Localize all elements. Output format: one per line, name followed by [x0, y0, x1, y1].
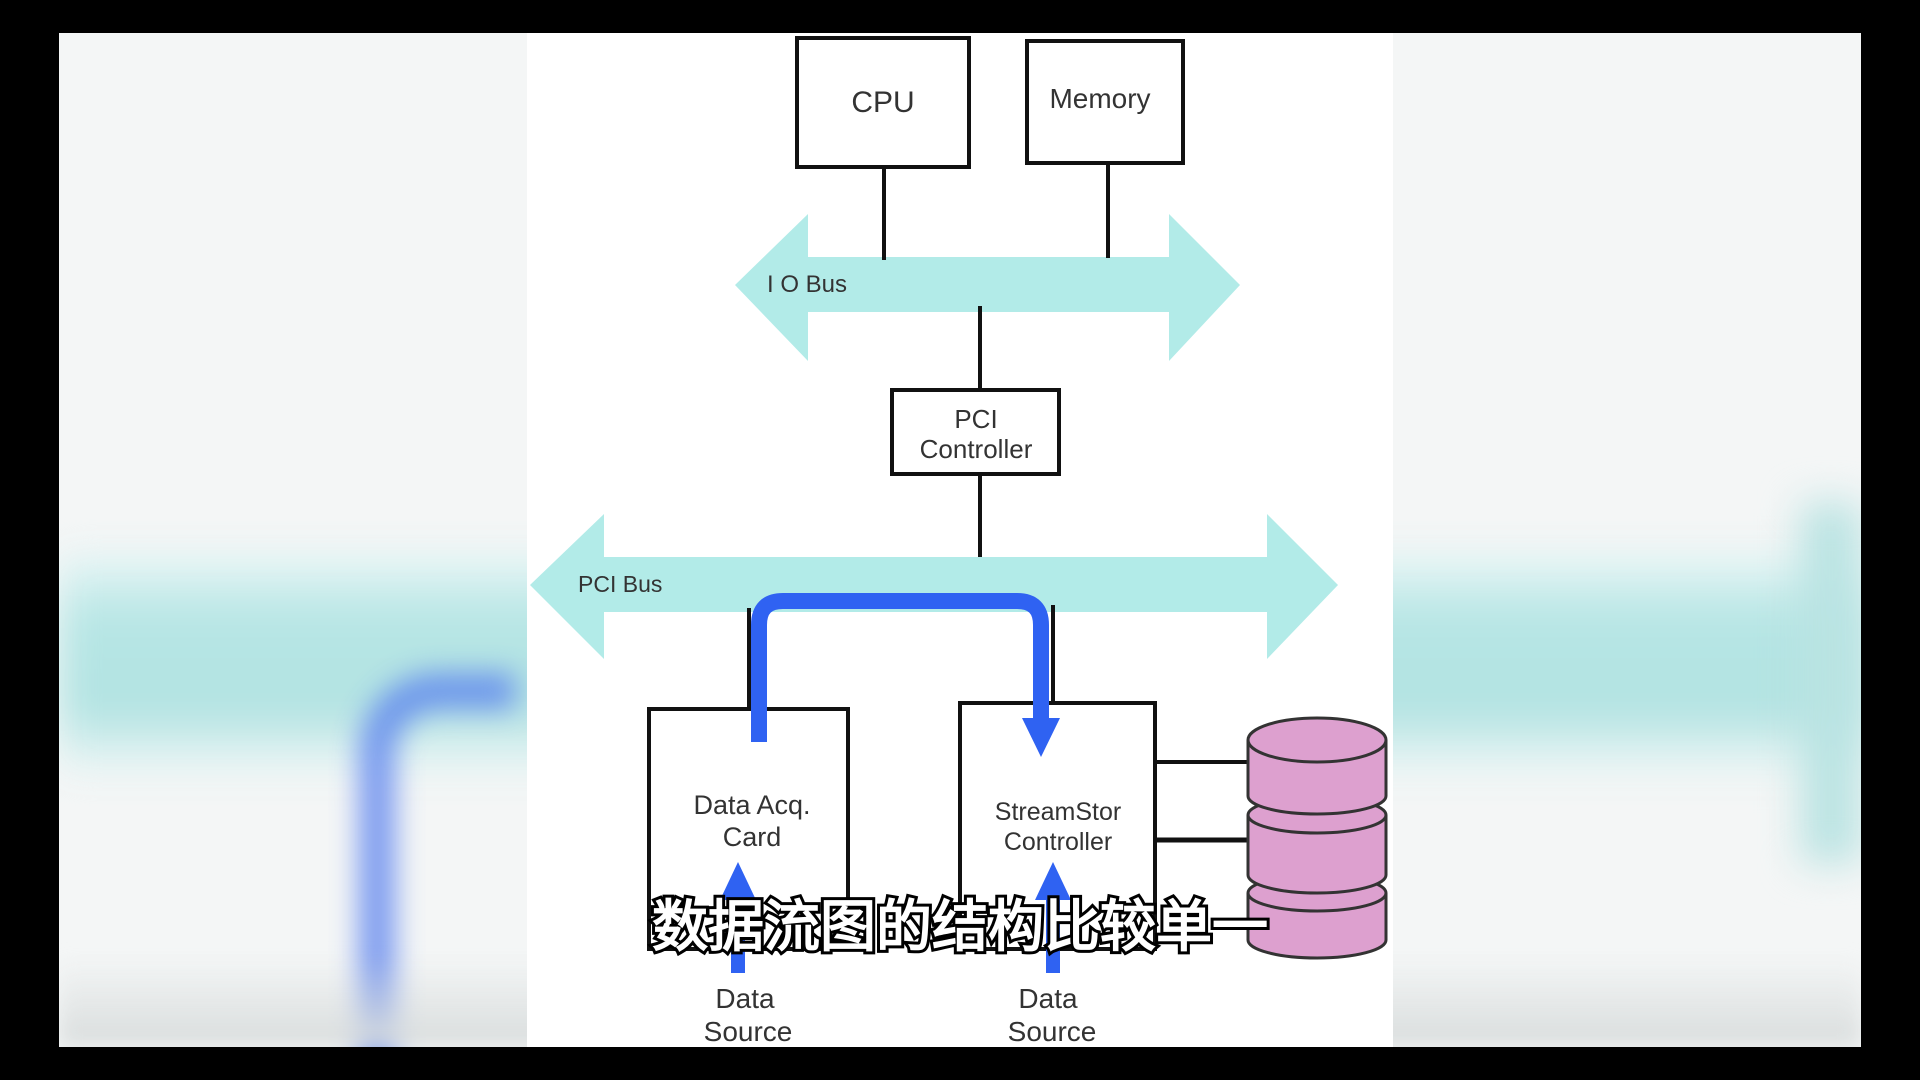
data-acq-label-1: Data Acq.	[693, 790, 810, 820]
source-arrow-1-head	[720, 862, 756, 900]
data-source-1-label-1: Data	[715, 983, 775, 1014]
data-flow-arc	[751, 593, 1049, 742]
data-acq-card-box	[647, 707, 850, 951]
cpu-label: CPU	[851, 86, 914, 119]
data-source-1-label-2: Source	[704, 1016, 793, 1047]
blurred-background-right	[1801, 503, 1861, 863]
data-source-2-label-2: Source	[1008, 1016, 1097, 1047]
pci-controller-label-2: Controller	[920, 434, 1033, 464]
memory-label: Memory	[1049, 83, 1150, 114]
source-arrow-2-head	[1035, 862, 1071, 900]
disk-stack-icon	[1246, 716, 1388, 960]
pci-controller-box	[890, 388, 1061, 476]
video-subtitle: 数据流图的结构比较单一	[652, 895, 1268, 960]
data-flow-arrowhead	[1022, 718, 1060, 757]
pci-bus-arrow	[530, 514, 1338, 659]
streamstor-label-2: Controller	[1004, 828, 1112, 856]
pci-bus-label: PCI Bus	[578, 571, 662, 597]
io-bus-arrow	[735, 214, 1240, 361]
data-source-2-label-1: Data	[1018, 983, 1078, 1014]
memory-box	[1025, 39, 1185, 165]
cpu-box	[795, 36, 971, 169]
io-bus-label: I O Bus	[767, 271, 847, 298]
streamstor-label-1: StreamStor	[995, 798, 1121, 826]
data-acq-label-2: Card	[723, 822, 782, 852]
pci-controller-label-1: PCI	[954, 404, 997, 434]
